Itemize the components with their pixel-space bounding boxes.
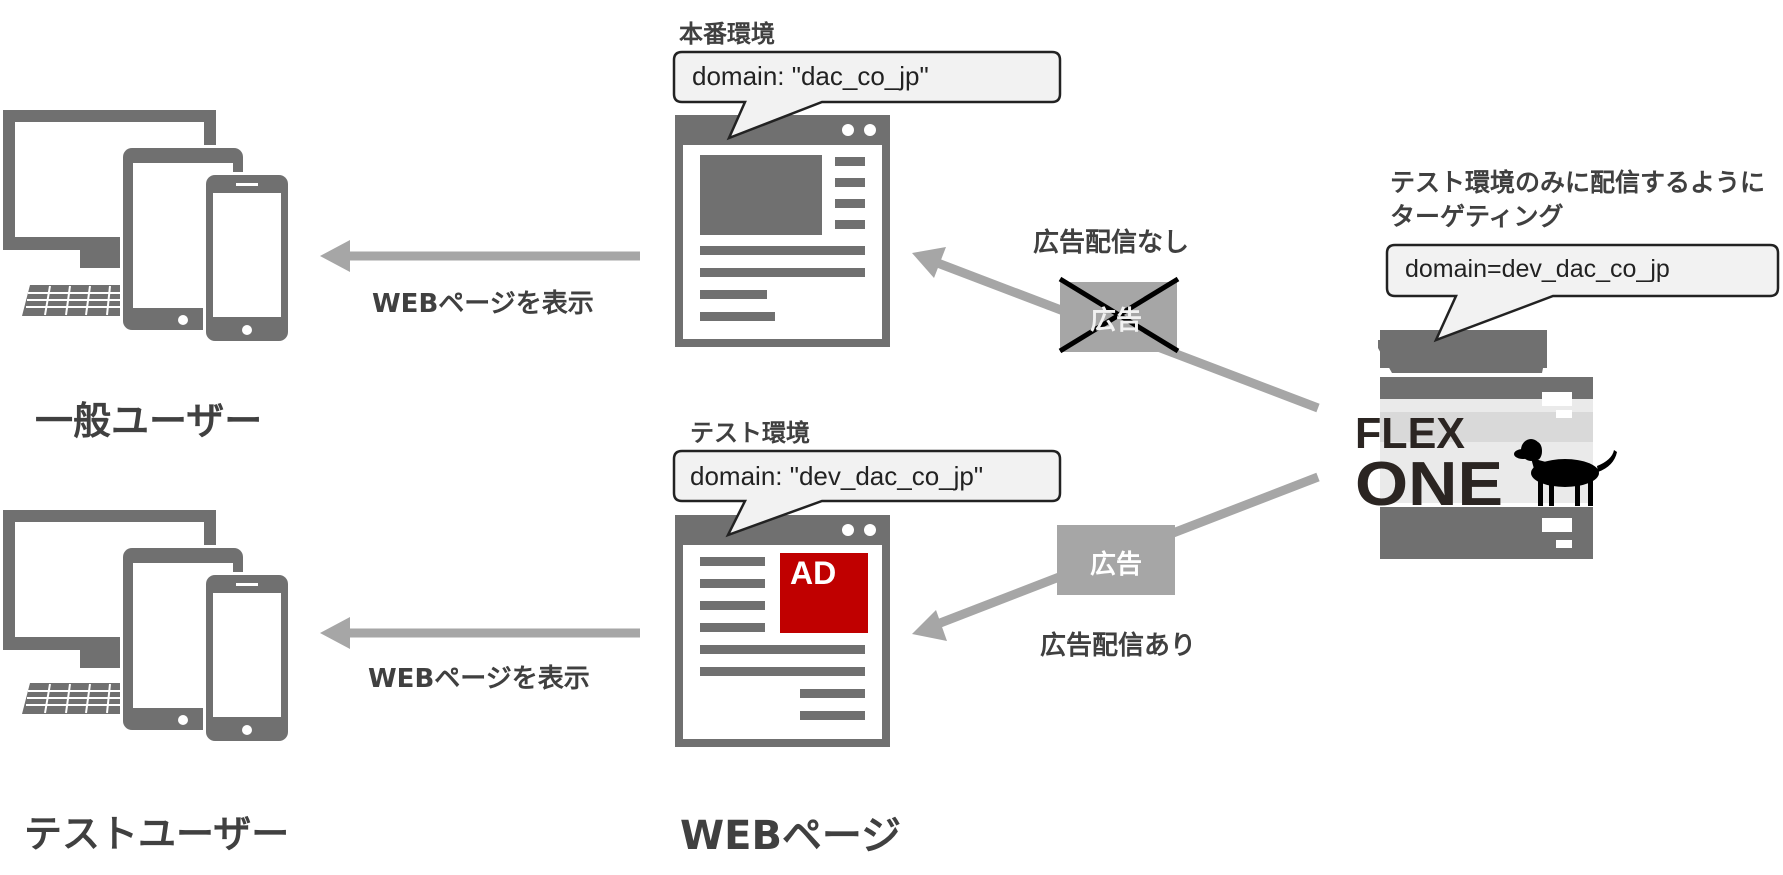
display-label-bottom: WEBページを表示 [368, 664, 590, 694]
production-domain-text: domain: "dac_co_jp" [692, 61, 929, 91]
test-user-label: テストユーザー [24, 812, 290, 856]
targeting-domain-text: domain=dev_dac_co_jp [1405, 255, 1670, 283]
test-domain-bubble [672, 449, 1062, 538]
display-arrow-bottom [320, 617, 640, 649]
general-user-label: 一般ユーザー [35, 399, 263, 443]
display-label-top: WEBページを表示 [372, 289, 594, 319]
production-domain-bubble [672, 50, 1062, 141]
ad-box [1057, 525, 1175, 595]
general-user-devices-icon [3, 110, 291, 344]
dog-logo-icon [1514, 439, 1617, 506]
test-domain-text: domain: "dev_dac_co_jp" [690, 461, 984, 491]
logo-one-text: ONE [1355, 450, 1503, 519]
test-env-title: テスト環境 [690, 419, 810, 447]
no-ad-box-text: 広告 [1090, 306, 1143, 336]
production-webpage-icon [675, 115, 890, 347]
cross-mark-icon [1058, 276, 1180, 354]
display-arrow-top [320, 240, 640, 272]
test-user-devices-icon [3, 510, 291, 744]
targeting-caption-line1: テスト環境のみに配信するように [1390, 168, 1766, 197]
flexone-logo: FLEX ONE [1355, 409, 1503, 519]
smartphone-icon [203, 172, 291, 344]
no-ad-box [1058, 276, 1180, 354]
smartphone-icon [203, 572, 291, 744]
webpage-label: WEBページ [680, 813, 902, 859]
targeting-caption-line2: ターゲティング [1390, 202, 1564, 231]
ad-badge-text: AD [790, 555, 837, 591]
ad-banner [780, 553, 868, 633]
ad-box-text: 広告 [1090, 550, 1143, 580]
production-env-title: 本番環境 [679, 20, 775, 48]
targeting-bubble [1385, 243, 1780, 343]
logo-flex-text: FLEX [1355, 409, 1465, 458]
no-ad-delivery-label: 広告配信なし [1033, 228, 1190, 258]
ad-delivery-label: 広告配信あり [1040, 631, 1197, 661]
